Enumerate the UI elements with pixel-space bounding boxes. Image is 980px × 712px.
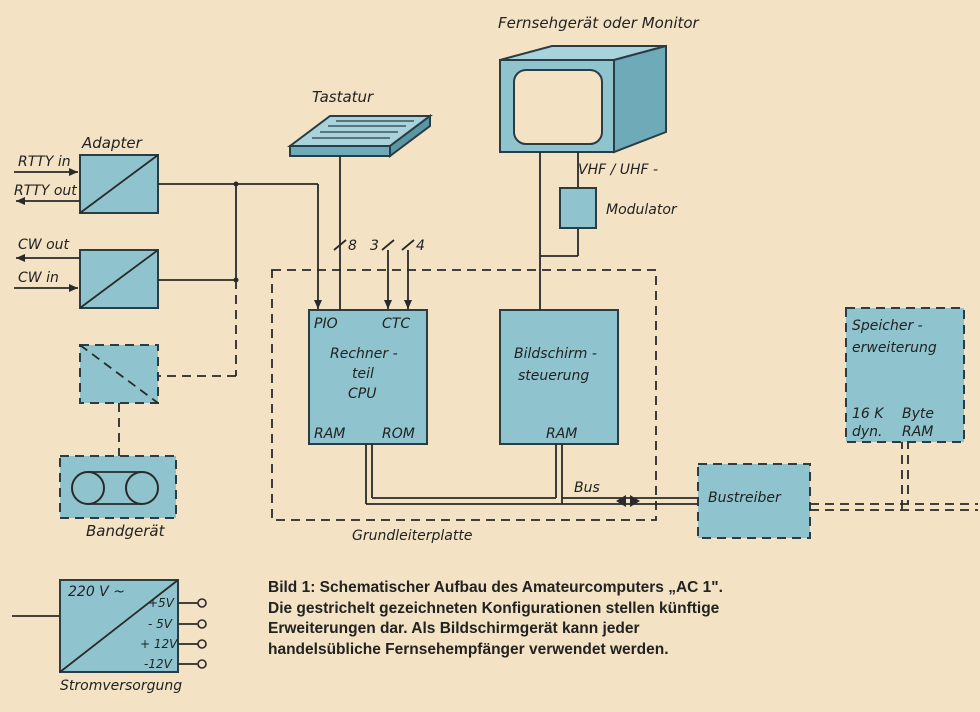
monitor-label: Fernsehgerät oder Monitor bbox=[498, 14, 700, 32]
rtty-out-label: RTTY out bbox=[14, 183, 77, 199]
video-line1: Bildschirm - bbox=[514, 346, 597, 362]
psu-label: Stromversorgung bbox=[60, 678, 182, 694]
psu-v1-label: +5V bbox=[148, 596, 175, 610]
bus-width-8: 8 bbox=[348, 238, 357, 254]
bus-driver-box bbox=[697, 463, 811, 539]
monitor bbox=[499, 44, 667, 154]
bus-width-3: 3 bbox=[370, 238, 379, 254]
mem-16k: 16 K bbox=[852, 406, 885, 422]
psu-terminal-3 bbox=[197, 639, 207, 649]
mem-dyn: dyn. bbox=[852, 424, 883, 440]
video-ram-label: RAM bbox=[546, 426, 577, 442]
keyboard-label: Tastatur bbox=[312, 88, 374, 106]
figure-caption: Bild 1: Schematischer Aufbau des Amateur… bbox=[268, 579, 723, 658]
psu-v2-label: - 5V bbox=[148, 617, 173, 631]
psu-terminal-2 bbox=[197, 619, 207, 629]
mem-byte: Byte bbox=[902, 406, 934, 422]
video-line2: steuerung bbox=[518, 368, 589, 384]
bus-driver-label: Bustreiber bbox=[708, 490, 782, 506]
tape-recorder-box bbox=[59, 455, 177, 519]
vhf-label: VHF / UHF - bbox=[578, 162, 658, 178]
video-controller-box bbox=[499, 309, 619, 445]
cpu-box bbox=[308, 309, 428, 445]
cpu-rom-label: ROM bbox=[382, 426, 415, 442]
cpu-line2: teil bbox=[352, 366, 374, 382]
mem-line2: erweiterung bbox=[852, 340, 937, 356]
modulator-box bbox=[559, 187, 597, 229]
board-label: Grundleiterplatte bbox=[352, 528, 472, 544]
cw-out-label: CW out bbox=[18, 237, 70, 253]
cw-in-label: CW in bbox=[18, 270, 59, 286]
mem-line1: Speicher - bbox=[852, 318, 923, 334]
ctc-label: CTC bbox=[382, 316, 410, 332]
cpu-ram-label: RAM bbox=[314, 426, 345, 442]
cpu-line1: Rechner - bbox=[330, 346, 398, 362]
rtty-in-label: RTTY in bbox=[18, 154, 71, 170]
psu-v3-label: + 12V bbox=[140, 637, 178, 651]
board-outline bbox=[271, 269, 657, 521]
bus-label: Bus bbox=[574, 480, 600, 496]
modulator-label: Modulator bbox=[606, 202, 678, 218]
bus-width-4: 4 bbox=[416, 238, 425, 254]
mem-ram: RAM bbox=[902, 424, 933, 440]
adapter-label: Adapter bbox=[81, 134, 143, 152]
psu-v4-label: -12V bbox=[144, 657, 173, 671]
cpu-line3: CPU bbox=[348, 386, 376, 402]
pio-label: PIO bbox=[314, 316, 338, 332]
keyboard bbox=[287, 114, 433, 158]
psu-terminal-1 bbox=[197, 598, 207, 608]
psu-input-label: 220 V ~ bbox=[68, 584, 125, 600]
psu-terminal-4 bbox=[197, 659, 207, 669]
tape-label: Bandgerät bbox=[86, 522, 166, 540]
memory-extension-box bbox=[845, 307, 965, 443]
